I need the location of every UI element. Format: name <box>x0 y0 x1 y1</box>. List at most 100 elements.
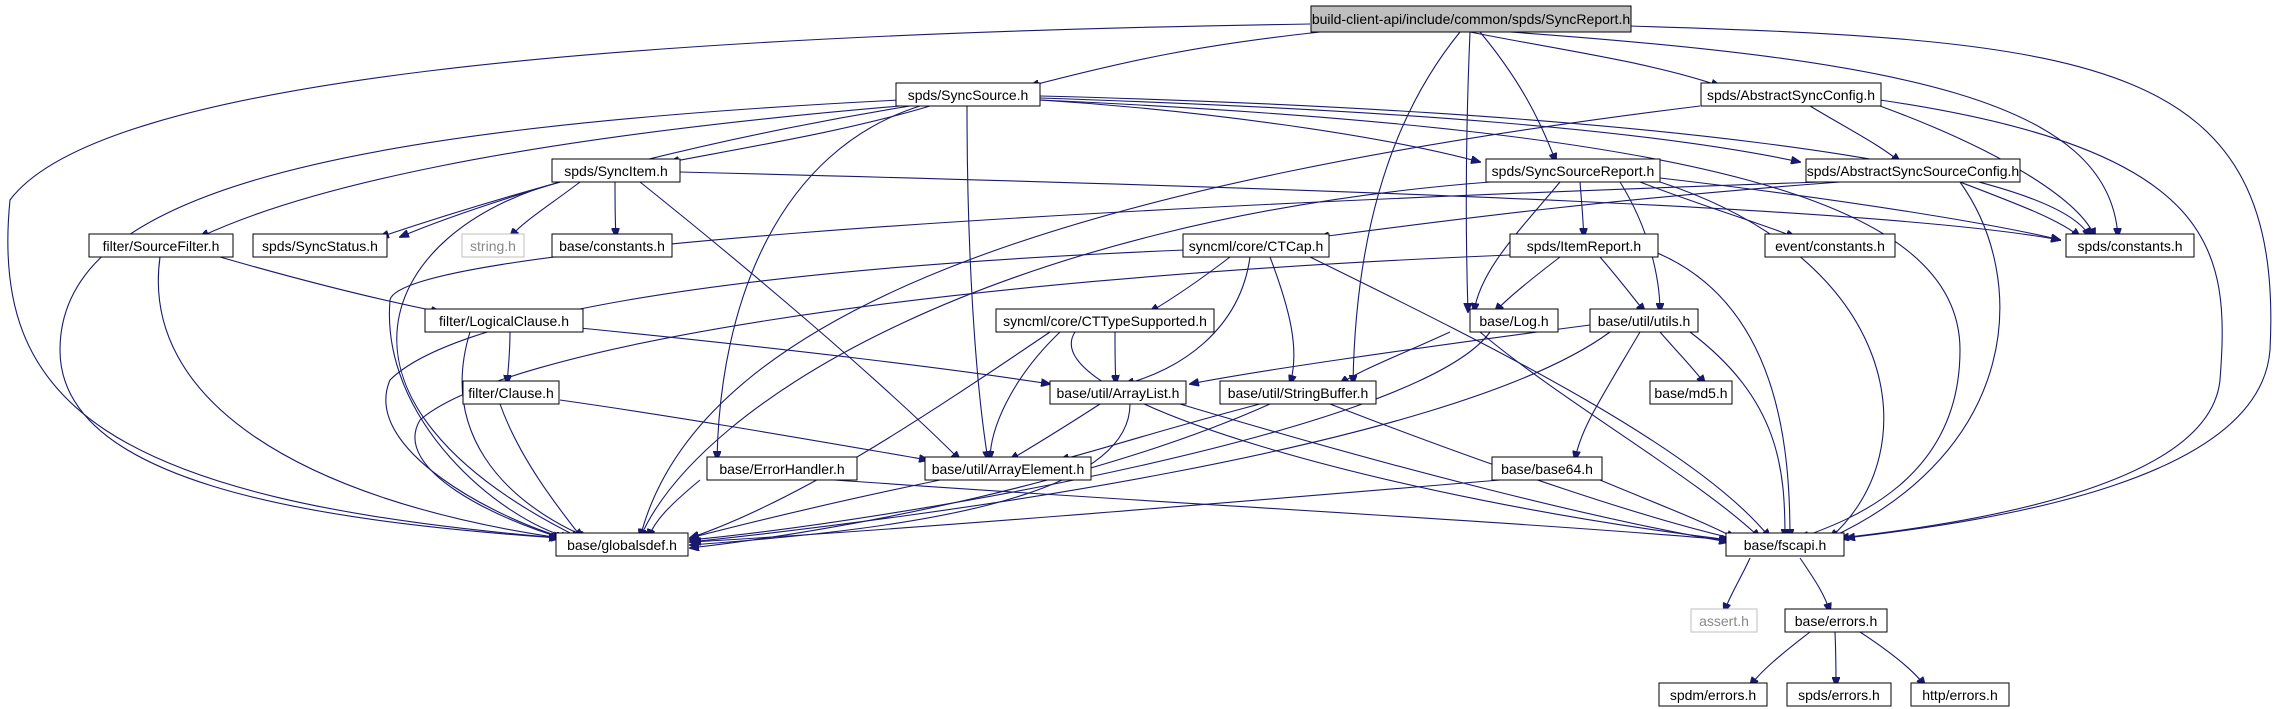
edge-syncitem-globalsdef <box>396 181 580 538</box>
svg-text:spds/errors.h: spds/errors.h <box>1798 687 1880 703</box>
node-base-errors[interactable]: base/errors.h <box>1784 608 1888 633</box>
edge-syncsource-globalsdef <box>59 99 901 538</box>
node-arraylist[interactable]: base/util/ArrayList.h <box>1049 380 1187 405</box>
edge-root-spdsconstants <box>1509 31 2118 237</box>
node-globalsdef[interactable]: base/globalsdef.h <box>555 532 689 557</box>
svg-text:http/errors.h: http/errors.h <box>1922 687 1997 703</box>
svg-text:base/util/ArrayElement.h: base/util/ArrayElement.h <box>932 461 1085 477</box>
node-string-h[interactable]: string.h <box>461 233 525 258</box>
edge-sourcefilter-globalsdef <box>157 256 560 538</box>
edge-ctcap-fscapi <box>1309 256 1770 538</box>
edge-logicalclause-globalsdef <box>461 331 588 538</box>
edge-log-globalsdef <box>690 331 1491 540</box>
edge-fscapi-errors <box>1799 557 1830 612</box>
edge-ctcap-globalsdef <box>385 249 1186 538</box>
edge-syncsource-errorhandler <box>717 105 921 460</box>
edge-log-stringbuffer <box>1340 331 1451 384</box>
node-http-errors[interactable]: http/errors.h <box>1910 682 2010 707</box>
edge-syncitem-arrayelement <box>639 181 960 460</box>
edge-utils-arraylist <box>1190 324 1591 384</box>
edge-root-abstractsyncconfig <box>1469 31 1720 86</box>
edge-abstractsyncconfig-spdsconstants <box>1879 105 2095 237</box>
edge-syncitem-baseconstants <box>615 181 616 237</box>
svg-text:base/util/StringBuffer.h: base/util/StringBuffer.h <box>1228 385 1369 401</box>
node-arrayelement[interactable]: base/util/ArrayElement.h <box>924 456 1092 481</box>
edge-syncsource-spdsconstants <box>1039 95 2090 237</box>
node-clause[interactable]: filter/Clause.h <box>462 380 560 405</box>
edge-root-syncsource <box>1030 31 1321 86</box>
node-md5[interactable]: base/md5.h <box>1649 380 1733 405</box>
node-errorhandler[interactable]: base/ErrorHandler.h <box>706 456 858 481</box>
node-syncsourcereport[interactable]: spds/SyncSourceReport.h <box>1485 158 1661 183</box>
svg-text:syncml/core/CTTypeSupported.h: syncml/core/CTTypeSupported.h <box>1003 313 1207 329</box>
edge-ctcap-arraylist <box>1125 256 1251 384</box>
node-syncsource[interactable]: spds/SyncSource.h <box>895 82 1041 107</box>
edge-stringbuffer-fscapi <box>1329 403 1740 540</box>
edge-root-globalsdef <box>7 23 1311 538</box>
svg-text:syncml/core/CTCap.h: syncml/core/CTCap.h <box>1189 238 1324 254</box>
edge-itemreport-globalsdef <box>414 254 1511 538</box>
node-abstractsyncconfig[interactable]: spds/AbstractSyncConfig.h <box>1700 82 1882 107</box>
svg-text:spds/SyncSource.h: spds/SyncSource.h <box>908 87 1029 103</box>
node-spdm-errors[interactable]: spdm/errors.h <box>1658 682 1768 707</box>
edge-root-fscapi <box>1629 25 2272 538</box>
edge-cttype-globalsdef <box>690 331 1051 538</box>
node-log[interactable]: base/Log.h <box>1469 308 1559 333</box>
edge-clause-arrayelement <box>559 399 928 460</box>
edge-root-log <box>1466 31 1470 312</box>
edge-syncitem-syncstatus <box>400 181 561 237</box>
edge-arraylist-globalsdef <box>690 403 1131 545</box>
edge-errors-spds <box>1835 631 1836 686</box>
node-assert-h[interactable]: assert.h <box>1690 608 1758 633</box>
svg-text:spdm/errors.h: spdm/errors.h <box>1670 687 1756 703</box>
node-syncstatus[interactable]: spds/SyncStatus.h <box>252 233 388 258</box>
svg-text:spds/SyncStatus.h: spds/SyncStatus.h <box>262 238 378 254</box>
svg-text:base/ErrorHandler.h: base/ErrorHandler.h <box>719 461 844 477</box>
node-event-constants[interactable]: event/constants.h <box>1764 233 1896 258</box>
node-stringbuffer[interactable]: base/util/StringBuffer.h <box>1219 380 1377 405</box>
node-ctcap[interactable]: syncml/core/CTCap.h <box>1182 233 1330 258</box>
node-spds-constants[interactable]: spds/constants.h <box>2065 233 2195 258</box>
edge-base64-globalsdef <box>692 479 1501 542</box>
edge-assc-ctcap <box>1320 181 1841 237</box>
svg-text:spds/constants.h: spds/constants.h <box>2077 238 2182 254</box>
edge-abstractsyncconfig-globalsdef <box>640 105 1701 538</box>
svg-text:spds/AbstractSyncSourceConfig.: spds/AbstractSyncSourceConfig.h <box>1807 163 2019 179</box>
edge-stringbuffer-globalsdef <box>690 403 1271 548</box>
edge-assc-globalsdef <box>388 181 1821 538</box>
edge-errors-http <box>1859 631 1925 686</box>
node-base64[interactable]: base/base64.h <box>1491 456 1603 481</box>
node-abstractsyncsourceconfig[interactable]: spds/AbstractSyncSourceConfig.h <box>1805 158 2021 183</box>
edge-cttype-arraylist <box>1115 331 1116 384</box>
node-syncitem[interactable]: spds/SyncItem.h <box>551 158 681 183</box>
svg-text:event/constants.h: event/constants.h <box>1775 238 1885 254</box>
node-root[interactable]: build-client-api/include/common/spds/Syn… <box>1310 5 1632 33</box>
edge-arraylist-fscapi <box>1179 403 1728 542</box>
edge-assc-fscapi <box>1830 181 2001 538</box>
svg-text:filter/LogicalClause.h: filter/LogicalClause.h <box>439 313 569 329</box>
node-itemreport[interactable]: spds/ItemReport.h <box>1509 233 1659 258</box>
edge-itemreport-fscapi <box>1649 249 1790 538</box>
edge-utils-globalsdef <box>690 331 1611 542</box>
edge-itemreport-log <box>1495 256 1561 312</box>
edge-stringbuffer-arrayelement <box>1060 403 1261 460</box>
edge-utils-fscapi <box>1689 331 1785 538</box>
edge-ctcap-cttypesupported <box>1150 256 1231 312</box>
edge-syncsource-sourcefilter <box>200 105 901 237</box>
edge-syncsource-arrayelement <box>966 105 988 460</box>
svg-text:string.h: string.h <box>470 238 516 254</box>
node-cttypesupported[interactable]: syncml/core/CTTypeSupported.h <box>995 308 1215 333</box>
edge-syncsource-syncitem <box>670 105 931 162</box>
node-sourcefilter[interactable]: filter/SourceFilter.h <box>88 233 234 258</box>
node-base-constants[interactable]: base/constants.h <box>551 233 673 258</box>
svg-text:filter/Clause.h: filter/Clause.h <box>468 385 554 401</box>
svg-text:build-client-api/include/commo: build-client-api/include/common/spds/Syn… <box>1312 11 1630 27</box>
node-spds-errors[interactable]: spds/errors.h <box>1786 682 1892 707</box>
edge-cttype-arrayelement <box>990 331 1061 460</box>
svg-text:spds/SyncSourceReport.h: spds/SyncSourceReport.h <box>1492 163 1655 179</box>
node-utils[interactable]: base/util/utils.h <box>1589 308 1699 333</box>
node-logicalclause[interactable]: filter/LogicalClause.h <box>424 308 584 333</box>
node-fscapi[interactable]: base/fscapi.h <box>1725 532 1845 557</box>
svg-text:spds/AbstractSyncConfig.h: spds/AbstractSyncConfig.h <box>1707 87 1875 103</box>
